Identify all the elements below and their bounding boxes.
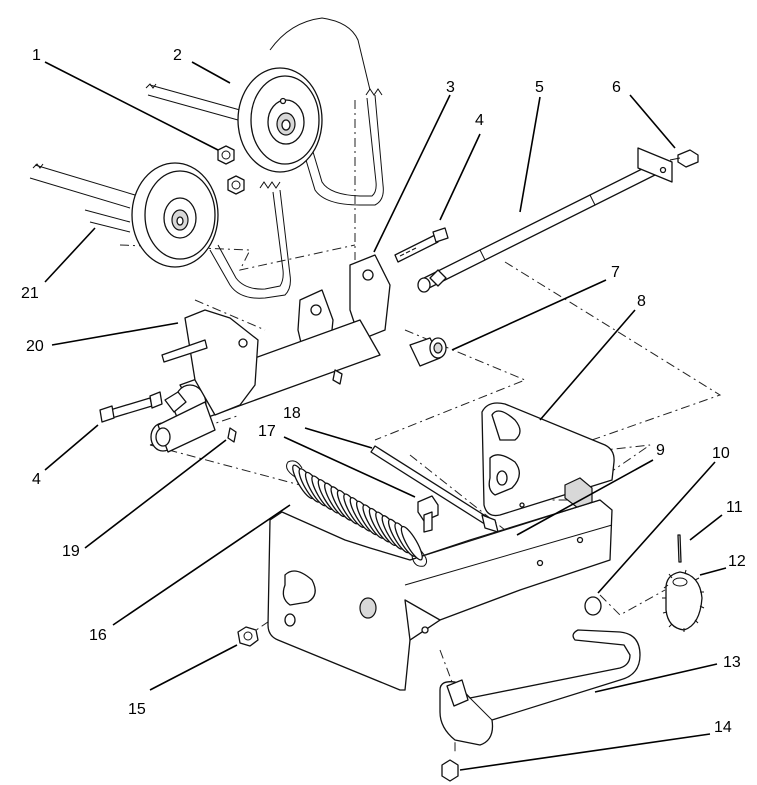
leader-lines	[44, 61, 727, 771]
cotter-pin	[227, 369, 343, 443]
callout-11: 11	[726, 499, 743, 516]
callout-9: 9	[656, 442, 665, 459]
belt-loop-lower	[209, 181, 291, 299]
nut	[237, 626, 259, 647]
washer	[584, 596, 602, 616]
callout-12: 12	[728, 553, 746, 570]
pin	[677, 534, 682, 563]
callout-20: 20	[26, 338, 44, 355]
callout-3: 3	[446, 79, 455, 96]
side-plate	[481, 402, 615, 517]
bolt	[99, 391, 187, 423]
end-bolt	[637, 147, 699, 183]
main-side-plate	[267, 499, 613, 691]
callout-18: 18	[283, 405, 301, 422]
nut	[441, 759, 459, 782]
callout-13: 13	[723, 654, 741, 671]
callout-1: 1	[32, 47, 41, 64]
bolt	[394, 227, 449, 263]
nut	[217, 145, 245, 195]
callout-4-lower: 4	[32, 471, 41, 488]
pivot-bracket	[161, 309, 259, 416]
callout-17: 17	[258, 423, 276, 440]
bolt	[417, 495, 439, 533]
belt-loop-upper	[269, 17, 384, 206]
extension-spring	[286, 460, 427, 567]
callout-7: 7	[611, 264, 620, 281]
shaft	[417, 164, 656, 293]
callout-labels: 1 2 3 4 5 6 7 8 9 10 11 12 13 14 15 16 1…	[21, 47, 746, 736]
callout-15: 15	[128, 701, 146, 718]
callout-21: 21	[21, 285, 39, 302]
knob	[662, 569, 705, 632]
callout-6: 6	[612, 79, 621, 96]
idler-pulley-upper	[237, 67, 323, 173]
callout-5: 5	[535, 79, 544, 96]
callout-8: 8	[637, 293, 646, 310]
callout-2: 2	[173, 47, 182, 64]
callout-19: 19	[62, 543, 80, 560]
callout-16: 16	[89, 627, 107, 644]
bushing	[409, 337, 447, 367]
idler-pulley-lower	[131, 162, 219, 268]
callout-4-upper: 4	[475, 112, 484, 129]
callout-14: 14	[714, 719, 732, 736]
handle-rod	[439, 629, 641, 746]
callout-10: 10	[712, 445, 730, 462]
belt	[29, 83, 241, 233]
